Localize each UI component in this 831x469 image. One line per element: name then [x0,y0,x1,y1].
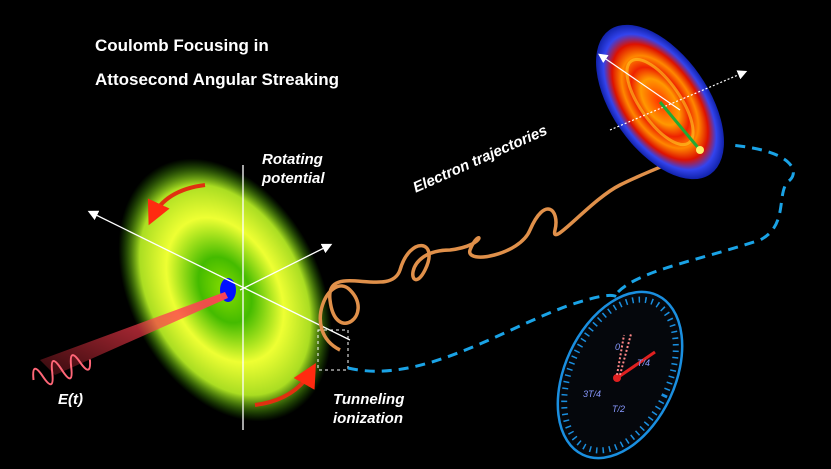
rotating-potential-label: Rotating potential [262,150,325,188]
rotation-arrows-icon [147,183,316,407]
detector-image [596,24,748,180]
label-line: Rotating [262,151,323,168]
dashed-path [347,143,795,373]
label-line: Tunneling [333,391,405,408]
clock-mark-quarter: T/4 [637,358,650,368]
title-line-2: Attosecond Angular Streaking [95,70,340,89]
label-line: potential [262,170,325,187]
tunneling-ionization-label: Tunneling ionization [333,390,404,428]
clock-mark-half: T/2 [612,404,625,414]
clock-marks: 0 T/4 T/2 3T/4 [583,342,650,414]
field-label: E(t) [58,391,83,408]
electron-trajectory [318,148,701,352]
attoclock [556,290,684,460]
label-line: ionization [333,410,403,427]
clock-mark-0: 0 [615,342,620,352]
clock-hands [613,333,656,382]
tunneling-region [317,329,349,371]
rotating-potential-disk [118,158,332,422]
clock-mark-three-quarter: 3T/4 [583,389,601,399]
laser-pulse [32,292,228,386]
axes [87,165,351,430]
title-line-1: Coulomb Focusing in [95,36,269,55]
